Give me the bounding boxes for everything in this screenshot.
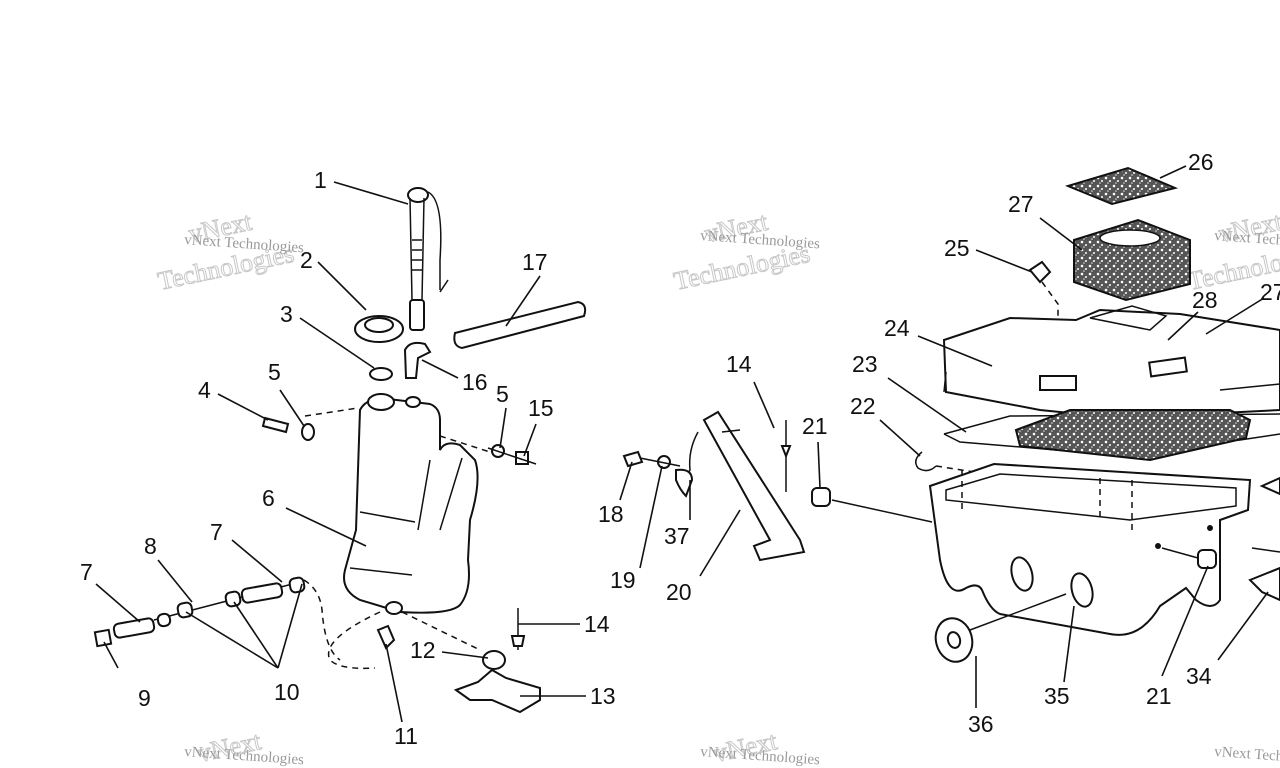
bracket-assembly — [622, 410, 933, 562]
callout-2: 2 — [300, 247, 313, 273]
callout-26: 26 — [1188, 149, 1214, 175]
fuel-line-parts — [93, 576, 341, 661]
callout-28: 28 — [1192, 287, 1218, 313]
callout-16: 16 — [462, 369, 488, 395]
callout-27: 27 — [1008, 191, 1034, 217]
screw-part — [261, 416, 290, 434]
mount-bracket-part — [702, 410, 806, 562]
inner-filter-part — [1014, 409, 1252, 462]
callout-37: 37 — [664, 523, 690, 549]
watermark-text: vNext Technologies — [184, 744, 305, 768]
callout-34: 34 — [1186, 663, 1212, 689]
callout-21: 21 — [1146, 683, 1172, 709]
callout-7: 7 — [210, 519, 223, 545]
callout-22: 22 — [850, 393, 876, 419]
tank-bracket-part — [453, 608, 541, 714]
callout-12: 12 — [410, 637, 436, 663]
callout-13: 13 — [590, 683, 616, 709]
callout-4: 4 — [198, 377, 211, 403]
fuel-sender-part — [407, 187, 449, 331]
filter-cap-part — [1065, 166, 1179, 206]
callout-24: 24 — [884, 315, 910, 341]
grommet-part — [1197, 549, 1217, 569]
clip-part — [675, 468, 694, 498]
cap-gasket-part — [369, 367, 393, 381]
callout-25: 25 — [944, 235, 970, 261]
grommet-part — [811, 487, 831, 507]
callout-3: 3 — [280, 301, 293, 327]
callout-19: 19 — [610, 567, 636, 593]
callout-18: 18 — [598, 501, 624, 527]
callout-17: 17 — [522, 249, 548, 275]
washer-part — [301, 423, 315, 441]
elbow-fitting-part — [403, 341, 432, 379]
watermark-text: vNext Technologies — [1214, 744, 1280, 768]
clip-part — [1028, 260, 1052, 284]
callout-9: 9 — [138, 685, 151, 711]
callout-35: 35 — [1044, 683, 1070, 709]
callout-27: 27 — [1260, 279, 1280, 305]
callout-14: 14 — [584, 611, 610, 637]
callout-11: 11 — [394, 723, 418, 749]
leader-lines — [95, 165, 1269, 723]
callout-10: 10 — [274, 679, 300, 705]
callout-36: 36 — [968, 711, 994, 737]
callout-21: 21 — [802, 413, 828, 439]
callout-20: 20 — [666, 579, 692, 605]
callout-15: 15 — [528, 395, 554, 421]
fuel-tank-part — [343, 396, 479, 614]
airbox-cover-part — [942, 308, 1280, 420]
callout-5: 5 — [268, 359, 281, 385]
callout-7: 7 — [80, 559, 93, 585]
callout-8: 8 — [144, 533, 157, 559]
callout-1: 1 — [314, 167, 327, 193]
watermark-text: vNext Technologies — [700, 744, 821, 768]
airbox-assembly — [915, 166, 1280, 663]
fitting-part — [376, 624, 396, 650]
spring-clip-part — [915, 451, 937, 472]
mount-part — [1248, 566, 1280, 602]
callout-6: 6 — [262, 485, 275, 511]
screw-part — [622, 450, 644, 468]
callout-23: 23 — [852, 351, 878, 377]
plug-part — [934, 593, 1067, 663]
callout-14: 14 — [726, 351, 752, 377]
vent-hose-part — [453, 300, 587, 350]
callout-labels: 1 2 3 4 5 6 7 8 7 9 10 11 12 13 14 15 5 … — [80, 149, 1280, 749]
fuel-cap-part — [354, 315, 404, 343]
callout-5: 5 — [496, 381, 509, 407]
fuel-tank-assembly — [93, 187, 587, 714]
